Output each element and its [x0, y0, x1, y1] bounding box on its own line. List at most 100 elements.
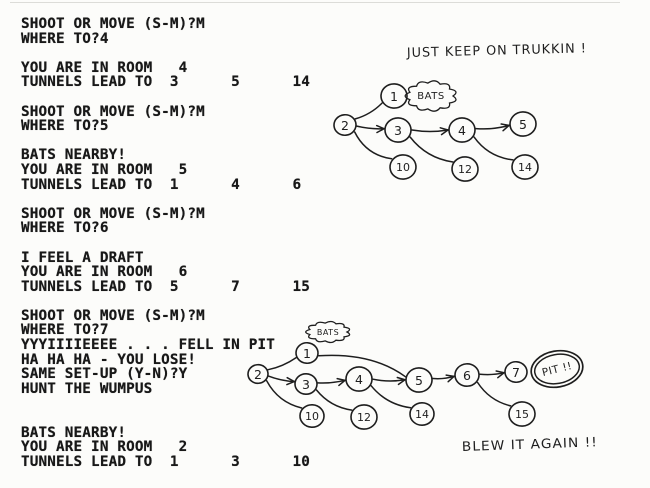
room-node: 1	[380, 83, 408, 109]
tunnel-edge	[317, 379, 346, 384]
pit-bubble: PIT !!	[530, 349, 584, 389]
room-circle	[454, 363, 480, 387]
room-circle	[511, 154, 539, 180]
room-number: 12	[458, 163, 472, 176]
pit-inner-circle	[533, 353, 581, 385]
room-node: 12	[350, 404, 378, 430]
room-node: 15	[508, 401, 536, 427]
room-circle	[389, 154, 417, 180]
room-number: 1	[390, 89, 398, 104]
room-number: 10	[305, 410, 319, 423]
room-number: 3	[394, 123, 402, 138]
arrowhead-icon	[495, 370, 505, 374]
room-node: 5	[509, 111, 537, 137]
room-number: 5	[415, 373, 423, 388]
room-circle	[409, 402, 435, 426]
room-node: 12	[451, 156, 479, 182]
terminal-output: SHOOT OR MOVE (S-M)?M WHERE TO?4 YOU ARE…	[21, 16, 310, 470]
arrowhead-icon	[375, 124, 385, 130]
room-number: 14	[415, 408, 429, 421]
arrowhead-icon	[502, 124, 510, 132]
tunnel-edge	[473, 136, 514, 161]
room-node: 2	[333, 113, 357, 137]
tunnel-edge	[268, 375, 296, 383]
arrowhead-icon	[397, 379, 406, 386]
room-circle	[380, 83, 408, 109]
room-circle	[451, 156, 479, 182]
cloud-label: BATS	[317, 328, 339, 337]
room-node: 10	[299, 404, 325, 428]
cloud-outline	[404, 80, 457, 112]
arrowhead-icon	[336, 377, 346, 382]
bats-bubble: BATS	[305, 320, 351, 344]
bats-bubble: BATS	[404, 80, 457, 112]
room-node: 10	[389, 154, 417, 180]
tunnel-edge	[265, 380, 303, 409]
game1-map: 2 1 3 4 5 10 12 14 BATS JUST KEEP ON TRUKKIN !	[333, 41, 587, 182]
room-node: 3	[384, 117, 412, 143]
arrowhead-icon	[396, 376, 406, 381]
arrowhead-icon	[286, 380, 296, 386]
arrowhead-icon	[338, 379, 346, 387]
room-circle	[333, 113, 357, 137]
tunnel-edge	[354, 102, 383, 120]
room-number: 14	[518, 161, 532, 174]
game2-map: 2 1 3 4 5 6 7 10 12 14 15 BATS PIT !! BLEW IT AGAIN !…	[247, 320, 598, 455]
tunnel-edge	[317, 354, 407, 378]
room-node: 14	[409, 402, 435, 426]
tunnel-edge	[411, 129, 449, 133]
arrowhead-icon	[286, 376, 296, 383]
room-circle	[295, 341, 319, 365]
tunnel-edge	[315, 389, 353, 411]
tunnel-edge	[267, 356, 297, 371]
room-node: 5	[405, 367, 433, 393]
room-node: 3	[294, 372, 318, 396]
arrowhead-icon	[497, 371, 505, 379]
tunnel-edge	[370, 385, 412, 409]
tunnel-edge	[409, 136, 454, 163]
cloud-label: BATS	[417, 91, 444, 102]
room-number: 6	[463, 368, 471, 383]
room-node: 4	[448, 117, 476, 143]
room-node: 1	[295, 341, 319, 365]
room-number: 10	[396, 161, 410, 174]
pit-label: PIT !!	[541, 360, 574, 379]
handwritten-note: JUST KEEP ON TRUKKIN !	[406, 41, 587, 61]
room-node: 4	[345, 366, 373, 392]
tunnel-edge	[356, 125, 385, 130]
room-number: 5	[519, 117, 527, 132]
arrowhead-icon	[440, 129, 449, 136]
room-circle	[350, 404, 378, 430]
room-number: 15	[515, 408, 529, 421]
room-number: 4	[458, 123, 466, 138]
room-circle	[448, 117, 476, 143]
room-circle	[247, 363, 269, 385]
arrowhead-icon	[500, 123, 510, 127]
room-number: 3	[302, 377, 310, 392]
room-node: 2	[247, 363, 269, 385]
tunnel-edge	[479, 371, 505, 376]
arrowhead-icon	[376, 127, 385, 134]
tunnel-edge	[372, 378, 406, 382]
room-number: 2	[254, 367, 262, 382]
tunnel-edge	[476, 381, 512, 407]
room-circle	[294, 372, 318, 396]
room-circle	[504, 360, 528, 384]
room-circle	[508, 401, 536, 427]
room-circle	[384, 117, 412, 143]
room-number: 7	[512, 365, 520, 380]
room-node: 7	[504, 360, 528, 384]
room-circle	[345, 366, 373, 392]
room-number: 4	[355, 372, 363, 387]
room-number: 12	[357, 411, 371, 424]
arrowhead-icon	[447, 375, 455, 383]
pit-outer-circle	[530, 349, 584, 389]
arrowhead-icon	[445, 374, 455, 378]
room-number: 2	[341, 118, 349, 133]
handwritten-note: BLEW IT AGAIN !!	[462, 435, 598, 455]
tunnel-edge	[475, 124, 510, 130]
room-node: 14	[511, 154, 539, 180]
scan-artifact-line	[10, 2, 620, 3]
